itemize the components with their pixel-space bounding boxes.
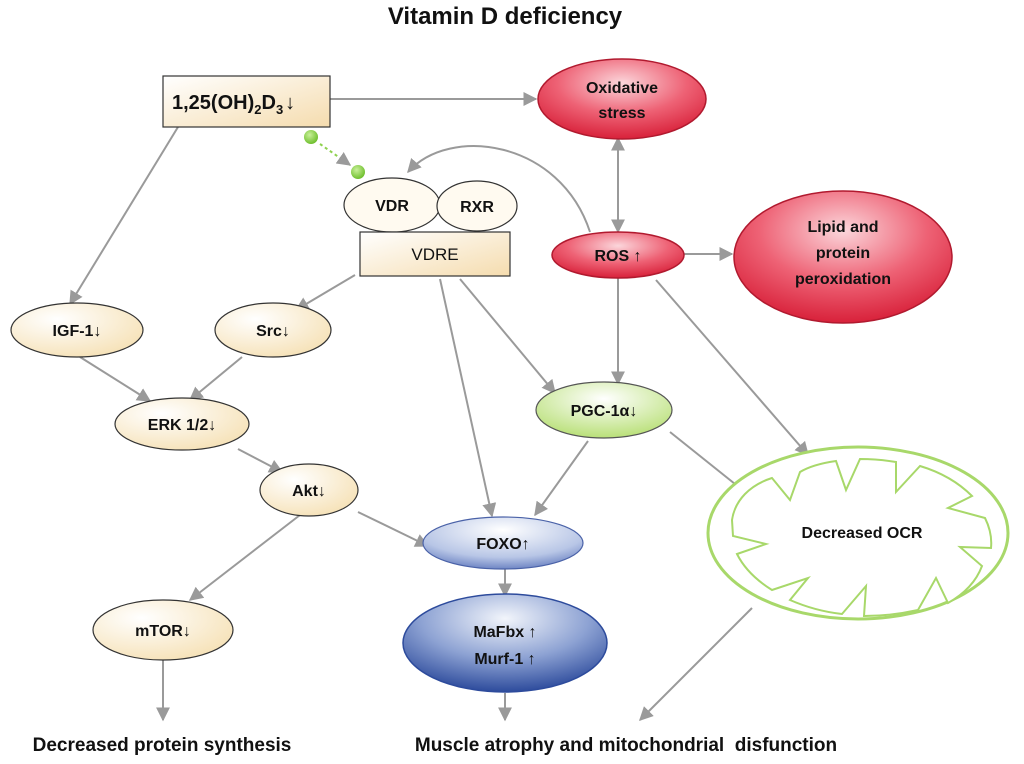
lipid-line3: peroxidation [795, 271, 891, 288]
murf1-label: Murf-1 ↑ [474, 651, 535, 668]
ros-node: ROS ↑ [551, 231, 685, 279]
mitochondrion-node: Decreased OCR [706, 445, 1010, 621]
edge-calcitriol-igf1 [69, 126, 179, 306]
vdre-label: VDRE [411, 245, 458, 264]
vdr-label: VDR [375, 198, 409, 215]
outcome-muscle-atrophy: Muscle atrophy and mitochondrial disfunc… [415, 735, 837, 756]
vdre-node: VDRE [359, 231, 511, 277]
edge-pgc-foxo [534, 440, 589, 517]
calcitriol-sub2: 3 [276, 102, 283, 117]
edge-vdre-pgc [459, 278, 556, 395]
edge-pgc-ocr [669, 431, 747, 493]
mafbx-murf1-node: MaFbx ↑ Murf-1 ↑ [402, 593, 608, 693]
calcitriol-base: 1,25(OH) [172, 92, 254, 114]
igf1-label: IGF-1↓ [53, 323, 102, 340]
edge-ros-ocr [655, 279, 809, 457]
src-label: Src↓ [256, 323, 290, 340]
svg-text:1,25(OH)2D3↓: 1,25(OH)2D3↓ [172, 92, 295, 117]
edge-dot1-dot2 [319, 143, 352, 166]
rxr-node: RXR [436, 180, 518, 232]
rxr-label: RXR [460, 199, 494, 216]
src-node: Src↓ [214, 302, 332, 358]
edge-src-erk [188, 356, 243, 401]
vdr-node: VDR [343, 177, 441, 233]
mafbx-label: MaFbx ↑ [473, 624, 536, 641]
ligand-dot-2 [351, 165, 365, 179]
pgc1a-label: PGC-1α↓ [571, 403, 638, 420]
edge-ocr-outcome [639, 607, 753, 721]
oxidative-stress-line1: Oxidative [586, 80, 658, 97]
calcitriol-node: 1,25(OH)2D3↓ [162, 75, 331, 128]
oxidative-stress-node: Oxidative stress [537, 58, 707, 140]
foxo-label: FOXO↑ [476, 536, 529, 553]
akt-node: Akt↓ [259, 463, 359, 517]
edge-ros-vdr-curve [407, 145, 591, 233]
diagram-title: Vitamin D deficiency [388, 3, 623, 30]
akt-label: Akt↓ [292, 483, 326, 500]
edge-erk-akt [237, 448, 284, 473]
calcitriol-sub1: 2 [254, 102, 261, 117]
lipid-peroxidation-node: Lipid and protein peroxidation [733, 190, 953, 324]
edge-vdre-src [294, 274, 356, 311]
oxidative-stress-line2: stress [598, 105, 645, 122]
mitochondrion-cristae [730, 457, 993, 618]
foxo-node: FOXO↑ [422, 516, 584, 570]
ros-label: ROS ↑ [594, 248, 641, 265]
lipid-line1: Lipid and [807, 219, 878, 236]
pgc1a-node: PGC-1α↓ [535, 381, 673, 439]
ocr-label: Decreased OCR [802, 525, 923, 542]
ligand-dot-1 [304, 130, 318, 144]
erk-label: ERK 1/2↓ [148, 417, 216, 434]
calcitriol-arrow: ↓ [285, 92, 295, 114]
edge-vdre-foxo [439, 278, 497, 518]
igf1-node: IGF-1↓ [10, 302, 144, 358]
edge-akt-mtor [188, 514, 301, 601]
edge-akt-foxo [357, 511, 430, 547]
mtor-label: mTOR↓ [135, 623, 191, 640]
edges [69, 92, 809, 722]
lipid-line2: protein [816, 245, 870, 262]
mtor-node: mTOR↓ [92, 599, 234, 661]
erk-node: ERK 1/2↓ [114, 397, 250, 451]
outcome-protein-synthesis: Decreased protein synthesis [33, 735, 292, 756]
edge-igf1-erk [79, 356, 152, 402]
calcitriol-mid: D [261, 92, 275, 114]
